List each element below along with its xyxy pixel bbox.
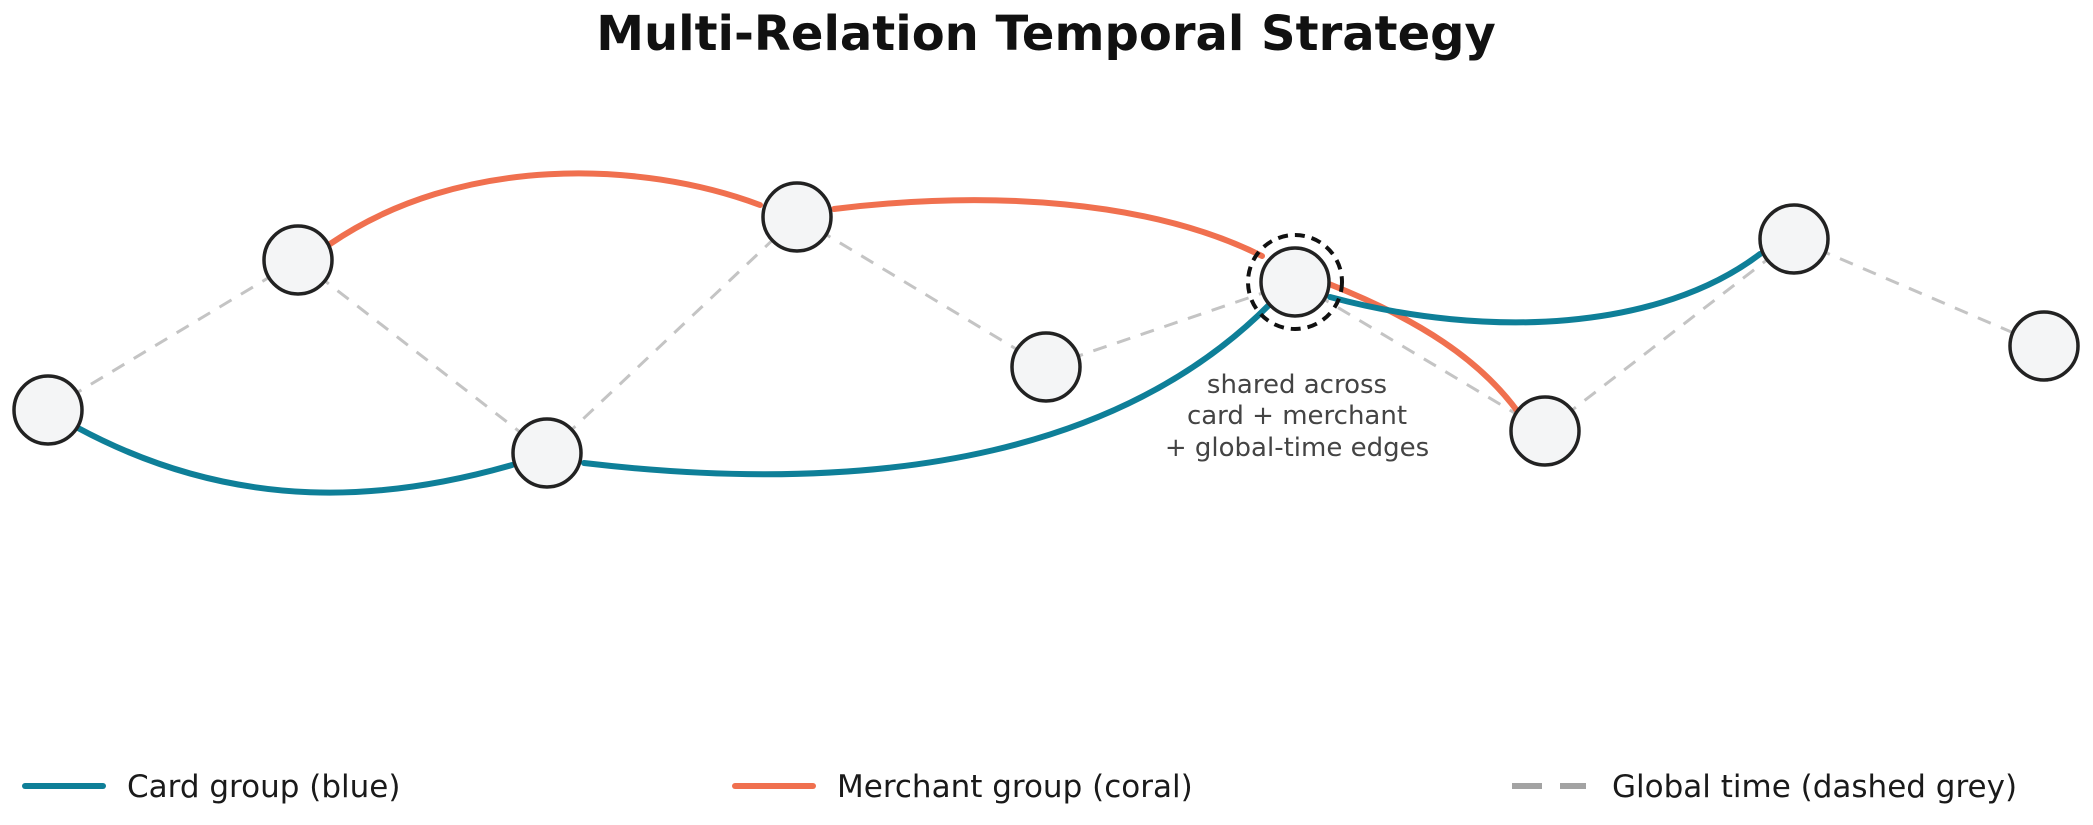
shared-node-annotation: shared across card + merchant + global-t… xyxy=(1165,370,1429,463)
legend-card-label: Card group (blue) xyxy=(127,769,400,805)
global-edge-n3-n4 xyxy=(545,215,799,455)
card-group-edges xyxy=(75,251,1763,496)
global-edge-n4-n5 xyxy=(796,215,1047,369)
global-edge-n2-n3 xyxy=(297,258,548,455)
graph-node-n6-shared xyxy=(1259,246,1331,318)
graph-node-n5 xyxy=(1010,331,1082,403)
annotation-line-2: card + merchant xyxy=(1187,401,1407,431)
global-edge-n7-n8 xyxy=(1544,237,1795,433)
graph-node-n4 xyxy=(761,181,833,253)
annotation-line-3: + global-time edges xyxy=(1165,433,1429,463)
legend: Card group (blue) Merchant group (coral)… xyxy=(22,769,2017,805)
global-edge-n1-n2 xyxy=(47,258,299,412)
legend-merchant-label: Merchant group (coral) xyxy=(837,769,1193,805)
graph-node-n7 xyxy=(1509,395,1581,467)
graph-node-n9 xyxy=(2008,310,2080,382)
global-edge-n5-n6 xyxy=(1045,280,1296,369)
graph-node-n1 xyxy=(12,374,84,446)
graph-node-n2 xyxy=(262,224,334,296)
card-edge-n3-n6 xyxy=(581,301,1273,478)
merchant-group-edges xyxy=(327,170,1521,415)
merchant-edge-n2-n4 xyxy=(327,170,763,247)
annotation-line-1: shared across xyxy=(1207,370,1387,400)
graph-node-n3 xyxy=(511,417,583,489)
merchant-edge-n4-n6 xyxy=(831,197,1265,259)
global-edge-n8-n9 xyxy=(1793,237,2045,348)
legend-global-label: Global time (dashed grey) xyxy=(1612,769,2017,805)
card-edge-n6-n8 xyxy=(1327,251,1763,326)
diagram-title: Multi-Relation Temporal Strategy xyxy=(596,6,1496,62)
graph-nodes xyxy=(12,181,2080,489)
shared-node-highlight-ring xyxy=(1246,233,1344,331)
merchant-edge-n6-n7 xyxy=(1326,281,1521,415)
card-edge-n1-n3 xyxy=(75,425,515,496)
graph-node-n8 xyxy=(1758,203,1830,275)
global-time-edges xyxy=(47,215,2045,455)
